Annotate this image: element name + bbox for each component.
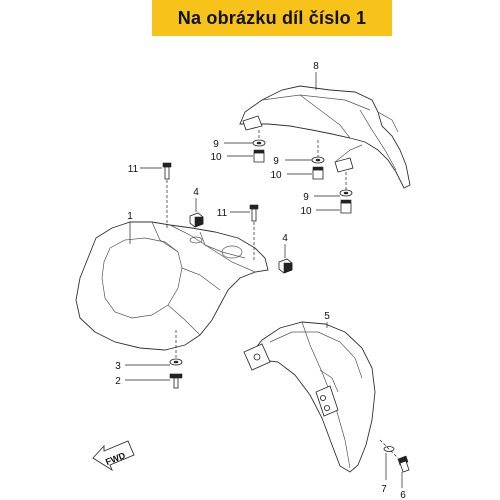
nut-icon	[312, 166, 324, 180]
callout-7: 7	[381, 484, 387, 495]
fwd-arrow-icon: FWD	[92, 440, 135, 472]
callout-10: 10	[300, 206, 312, 217]
bolt-icon	[397, 455, 410, 473]
part-8-rear-inner-fender	[239, 85, 411, 189]
bolt-icon	[249, 204, 259, 222]
callout-9: 9	[273, 156, 279, 167]
callout-10: 10	[210, 152, 222, 163]
washer-icon	[253, 353, 261, 361]
washer-icon	[311, 156, 325, 164]
callout-9: 9	[213, 139, 219, 150]
callout-11: 11	[217, 208, 228, 219]
nut-icon	[278, 258, 293, 274]
title-banner: Na obrázku díl číslo 1	[152, 0, 392, 36]
callout-4: 4	[193, 187, 199, 198]
bracket-icon	[315, 385, 339, 417]
callout-1: 1	[127, 211, 133, 222]
banner-text: Na obrázku díl číslo 1	[177, 7, 367, 28]
part-5-rear-mudguard	[243, 321, 376, 473]
nut-icon	[340, 199, 352, 214]
callout-10: 10	[270, 170, 282, 181]
callout-5: 5	[324, 311, 330, 322]
callout-11: 11	[128, 164, 139, 175]
callout-9: 9	[303, 192, 309, 203]
bracket-icon	[334, 157, 354, 173]
washer-icon	[169, 358, 183, 366]
washer-icon	[252, 139, 266, 147]
callout-labels: 8 9 10 9 10 9 10 11 11 4 4 1 5 3 2 7 6	[115, 61, 406, 500]
bracket-icon	[242, 115, 263, 131]
assembly-lines	[166, 130, 399, 459]
washer-icon	[339, 189, 353, 197]
leader-lines	[125, 72, 403, 488]
nut-icon	[189, 212, 204, 228]
callout-6: 6	[400, 490, 406, 500]
callout-3: 3	[115, 361, 121, 372]
nut-icon	[253, 149, 265, 163]
callout-2: 2	[115, 376, 121, 387]
bolt-icon	[169, 373, 183, 389]
bolt-icon	[162, 162, 172, 180]
callout-4: 4	[282, 233, 288, 244]
part-1-front-fender	[75, 221, 269, 351]
callout-8: 8	[313, 61, 319, 72]
